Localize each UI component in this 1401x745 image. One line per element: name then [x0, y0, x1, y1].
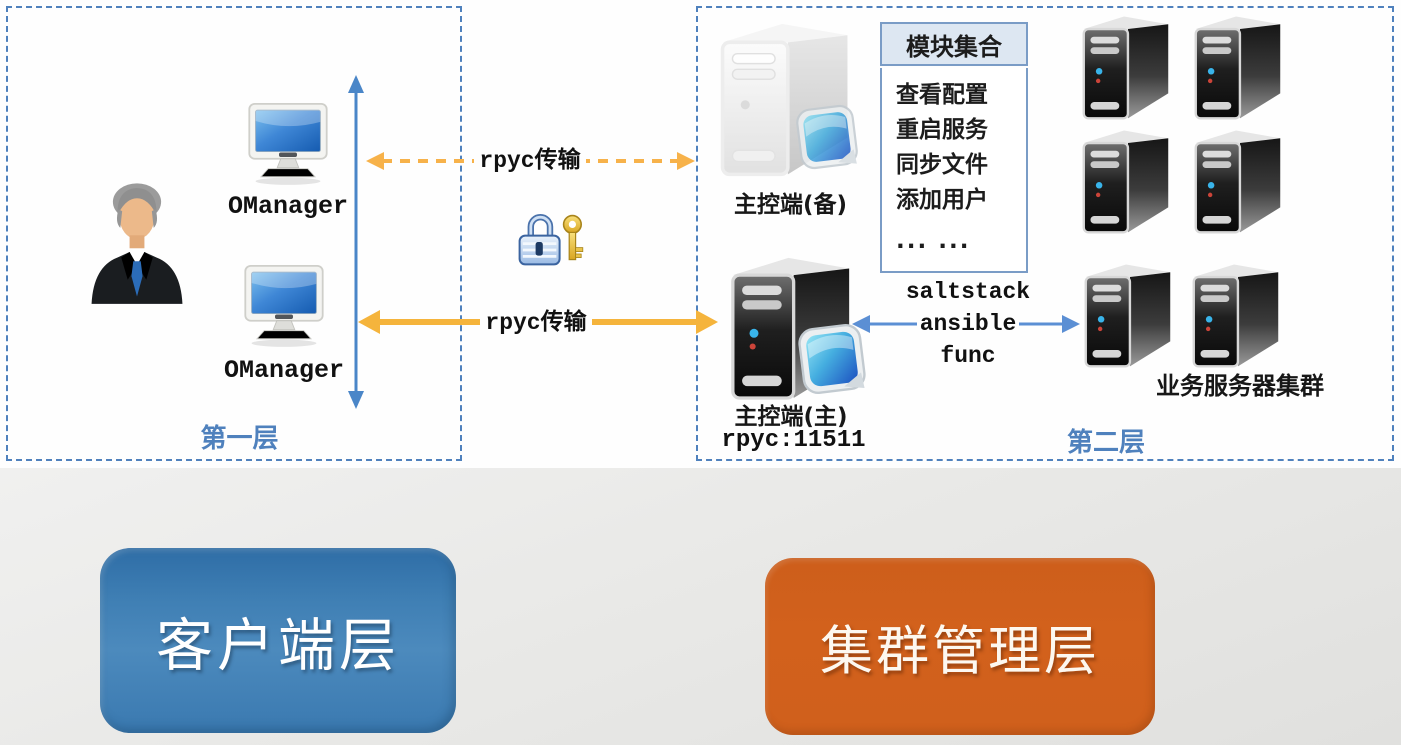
main-master-port-label: rpyc:11511	[721, 427, 866, 454]
module-item: 重启服务	[896, 117, 988, 143]
cluster-server-icon	[1080, 258, 1176, 370]
client-layer-box	[6, 6, 462, 461]
layer1-caption: 第一层	[200, 424, 279, 454]
module-item: 添加用户	[896, 187, 988, 213]
backup-master-shield-icon	[794, 92, 860, 182]
module-item: 同步文件	[896, 152, 988, 178]
module-item: 查看配置	[896, 82, 988, 108]
rpyc-solid-link-label: rpyc传输	[480, 308, 592, 338]
module-box-title: 模块集合	[880, 22, 1028, 66]
management-layer-box	[696, 6, 1394, 461]
protocol-func: func	[893, 343, 1043, 369]
layer2-caption: 第二层	[1066, 428, 1145, 458]
monitor-icon	[239, 260, 329, 350]
omanager-label-bottom: OManager	[224, 356, 345, 385]
module-item-ellipsis: ... ...	[896, 228, 971, 254]
cluster-server-icon	[1190, 10, 1286, 122]
omanager-label-top: OManager	[228, 192, 349, 221]
cluster-server-icon	[1190, 124, 1286, 236]
rpyc-dashed-link-label: rpyc传输	[474, 146, 586, 176]
protocol-saltstack: saltstack	[893, 279, 1043, 305]
cluster-server-icon	[1188, 258, 1284, 370]
lock-key-icon	[514, 210, 590, 270]
vertical-double-arrow-icon	[348, 75, 364, 409]
module-collection-box: 模块集合 查看配置 重启服务 同步文件 添加用户 ... ...	[880, 22, 1028, 273]
monitor-icon	[243, 98, 333, 188]
module-box-body: 查看配置 重启服务 同步文件 添加用户 ... ...	[880, 68, 1028, 273]
cluster-server-icon	[1078, 10, 1174, 122]
main-master-shield-icon	[796, 312, 868, 406]
cluster-label: 业务服务器集群	[1156, 372, 1324, 400]
cluster-server-icon	[1078, 124, 1174, 236]
protocol-ansible: ansible	[893, 311, 1043, 337]
backup-master-label: 主控端(备)	[733, 192, 848, 218]
admin-person-icon	[86, 170, 188, 308]
client-layer-badge-text: 客户端层	[156, 612, 400, 679]
management-layer-badge-text: 集群管理层	[820, 620, 1100, 682]
main-master-label: 主控端(主)	[734, 404, 848, 430]
management-layer-badge: 集群管理层	[765, 558, 1155, 735]
client-layer-badge: 客户端层	[100, 548, 456, 733]
